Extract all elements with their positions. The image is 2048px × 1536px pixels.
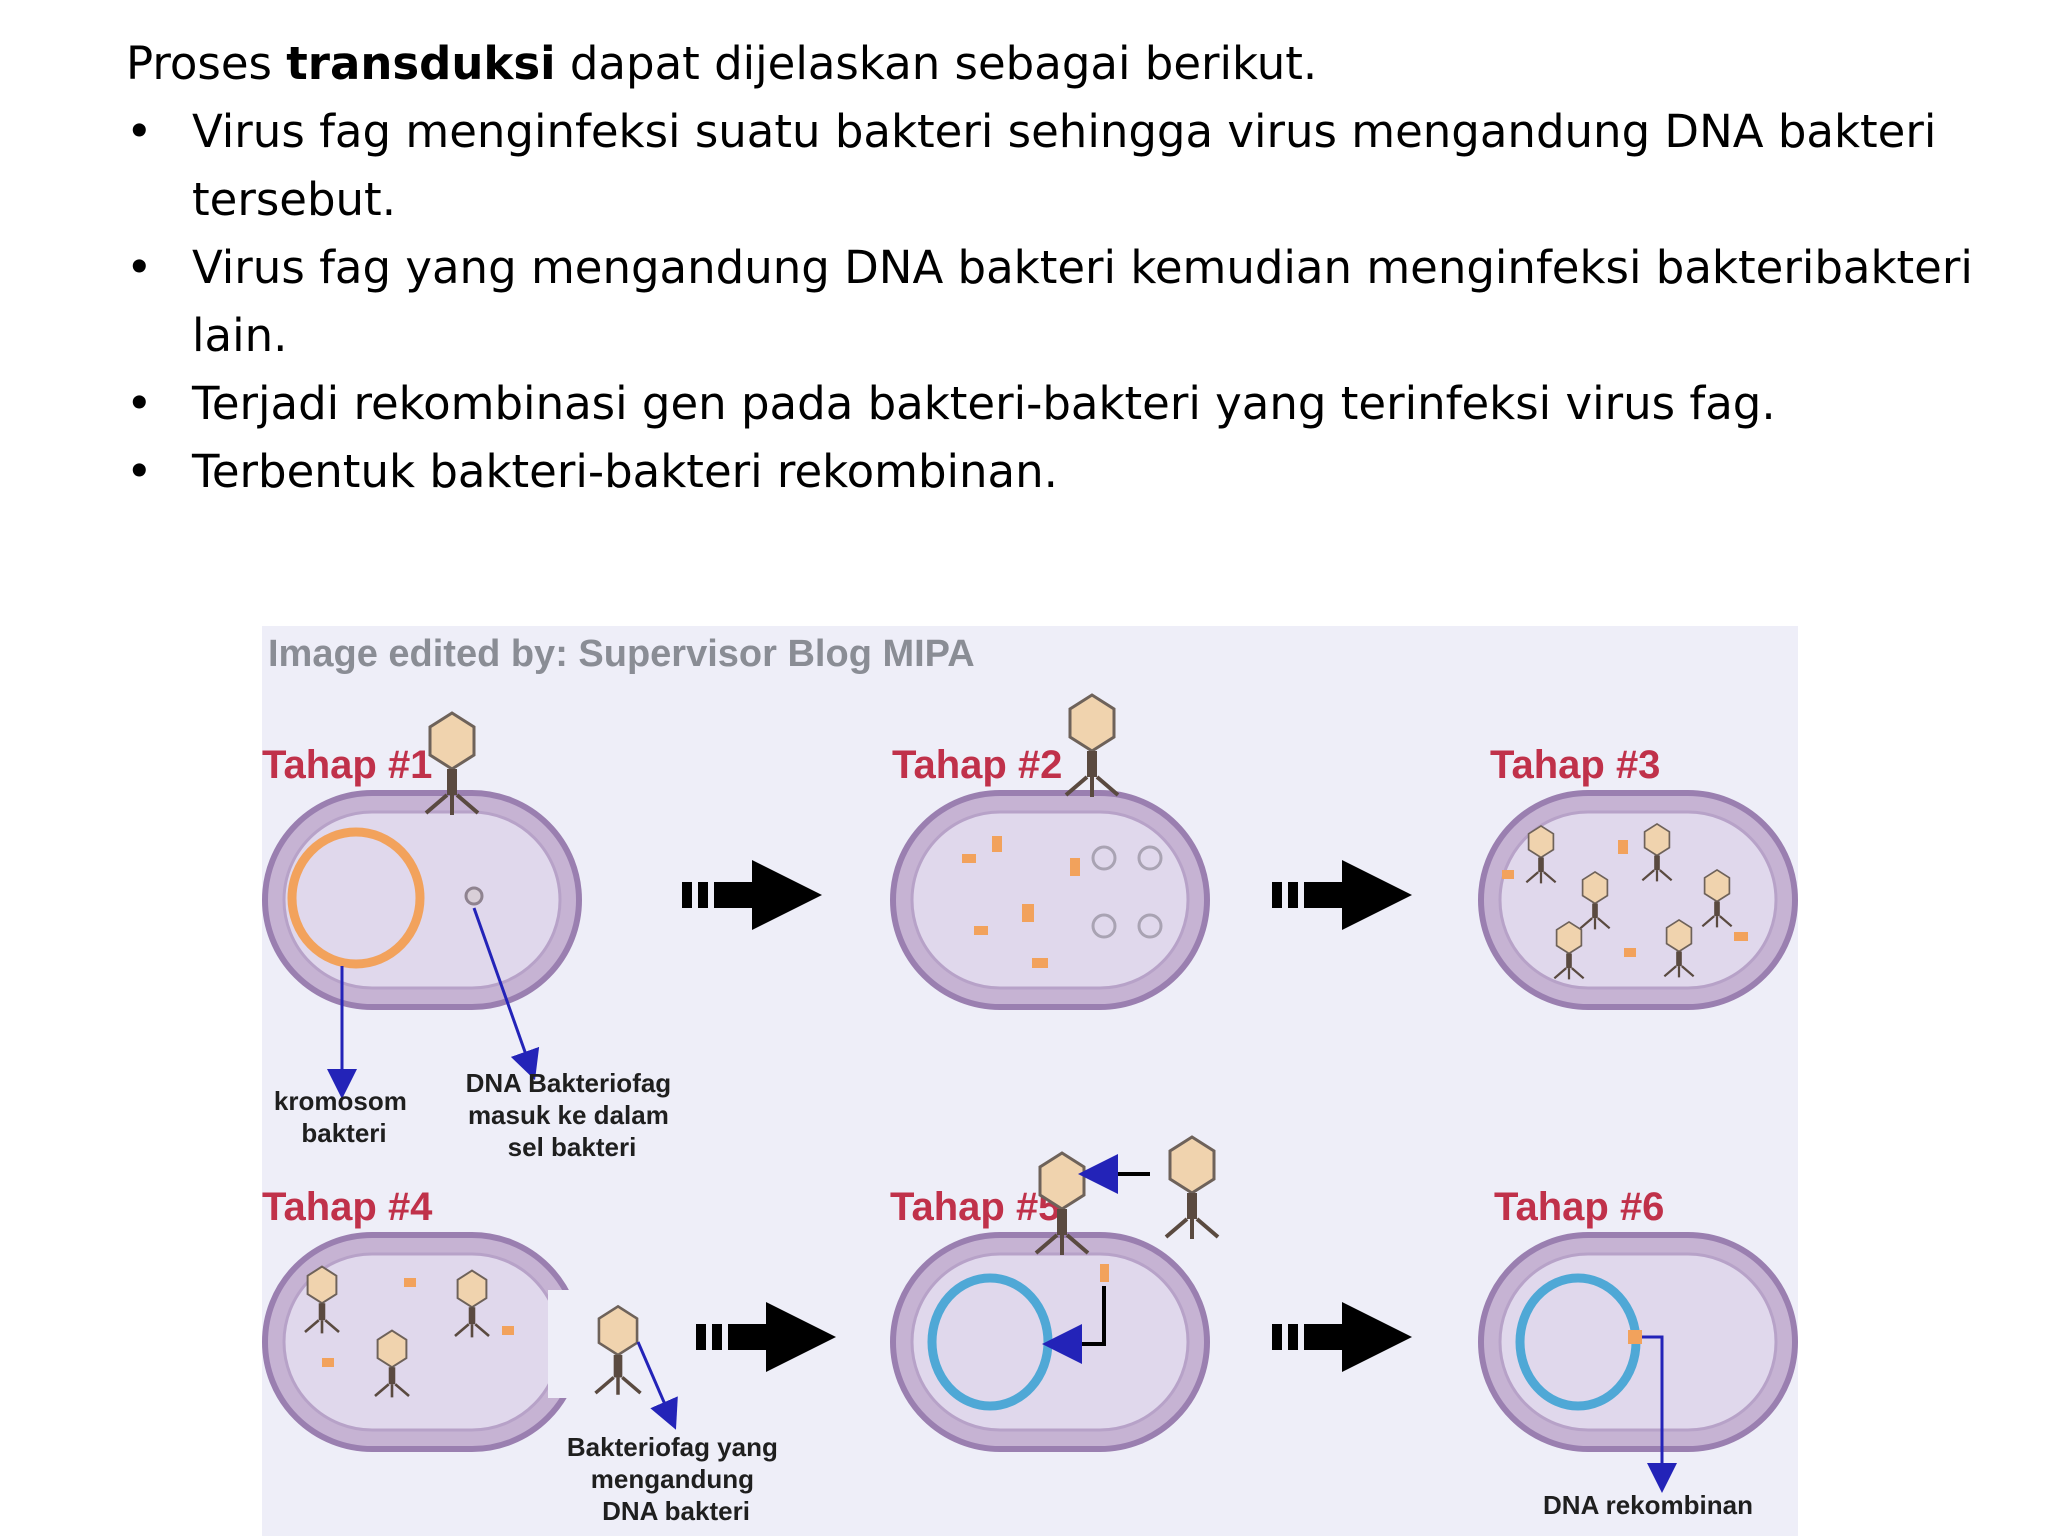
pointer-arrow <box>636 1341 678 1430</box>
dna-fragment <box>1502 870 1514 879</box>
dna-fragment <box>1624 948 1636 957</box>
stage-label: Tahap #3 <box>1490 743 1660 787</box>
phage-dna <box>464 886 484 906</box>
label-line: bakteri <box>301 1118 386 1148</box>
bullet-marker: • <box>126 445 153 498</box>
slide-text: Proses transduksi dapat dijelaskan sebag… <box>126 30 1986 506</box>
bullet-text: Virus fag yang mengandung DNA bakteri ke… <box>192 241 1973 362</box>
label-line: sel bakteri <box>508 1132 637 1162</box>
bullet-item: • Virus fag menginfeksi suatu bakteri seh… <box>126 98 1986 234</box>
dna-fragment <box>1100 1264 1109 1282</box>
recombinant-segment <box>1628 1330 1642 1344</box>
insertion-arrow <box>1042 1286 1106 1364</box>
pointer-arrow <box>1642 1335 1677 1493</box>
stage-3: Tahap #3 <box>1481 743 1795 1007</box>
bullet-marker: • <box>126 105 153 158</box>
bullet-marker: • <box>126 241 153 294</box>
stage-4: Tahap #4 Bakteriofag yang mengandung DNA… <box>262 1185 785 1526</box>
label-line: masuk ke dalam <box>468 1100 669 1130</box>
stage-2: Tahap #2 <box>892 693 1207 1007</box>
bacterial-cell <box>1481 793 1795 1007</box>
bullet-text: Terbentuk bakteri-bakteri rekombinan. <box>192 445 1058 498</box>
cell-rupture <box>548 1290 590 1398</box>
label-kromosom: kromosom bakteri <box>274 1086 414 1148</box>
dna-fragment <box>974 926 988 935</box>
label-dna-rekombinan: DNA rekombinan <box>1543 1490 1753 1520</box>
stage-6: Tahap #6 DNA rekombinan <box>1481 1185 1795 1520</box>
dna-fragment <box>1022 904 1034 922</box>
label-line: Bakteriofag yang <box>567 1432 778 1462</box>
transduction-figure: Image edited by: Supervisor Blog MIPA Ta… <box>262 626 1798 1536</box>
dna-fragment <box>1734 932 1748 941</box>
stage-label: Tahap #5 <box>890 1185 1060 1229</box>
intro-keyword: transduksi <box>286 37 556 90</box>
label-line: DNA bakteri <box>602 1496 750 1526</box>
phage-head <box>1137 845 1163 871</box>
stage-1: Tahap #1 kromosom bakteri DNA Bakteriofa… <box>262 711 679 1162</box>
bacterial-cell <box>893 793 1207 1007</box>
dna-fragment <box>1070 858 1080 876</box>
bacterial-cell <box>265 1235 579 1449</box>
bacterial-chromosome <box>287 827 425 969</box>
stage-5: Tahap #5 <box>890 1135 1220 1449</box>
dna-fragment <box>502 1326 514 1335</box>
stage-label: Tahap #4 <box>262 1185 433 1229</box>
label-line: kromosom <box>274 1086 407 1116</box>
dna-fragment <box>1618 840 1628 854</box>
label-dna-bakteriofag: DNA Bakteriofag masuk ke dalam sel bakte… <box>466 1068 679 1162</box>
dna-fragment <box>322 1358 334 1367</box>
phage-head <box>1091 913 1117 939</box>
intro-suffix: dapat dijelaskan sebagai berikut. <box>555 37 1318 90</box>
intro-prefix: Proses <box>126 37 287 90</box>
dna-fragment <box>992 836 1002 852</box>
phage-head <box>1137 913 1163 939</box>
label-line: mengandung <box>591 1464 754 1494</box>
intro-line: Proses transduksi dapat dijelaskan sebag… <box>126 30 1986 98</box>
stage-label: Tahap #2 <box>892 743 1062 787</box>
bullet-text: Virus fag menginfeksi suatu bakteri sehi… <box>192 105 1937 226</box>
bullet-marker: • <box>126 377 153 430</box>
phage-head <box>1091 845 1117 871</box>
stage-label: Tahap #1 <box>262 743 432 787</box>
dna-fragment <box>404 1278 416 1287</box>
label-line: DNA Bakteriofag <box>466 1068 672 1098</box>
dna-fragment <box>962 854 976 863</box>
label-bakteriofag-dna: Bakteriofag yang mengandung DNA bakteri <box>567 1432 785 1526</box>
pointer-arrow <box>472 907 540 1081</box>
bullet-item: • Virus fag yang mengandung DNA bakteri k… <box>126 234 1986 370</box>
bullet-item: • Terjadi rekombinasi gen pada bakteri-ba… <box>126 370 1986 438</box>
bullet-item: • Terbentuk bakteri-bakteri rekombinan. <box>126 438 1986 506</box>
bullet-text: Terjadi rekombinasi gen pada bakteri-bak… <box>192 377 1776 430</box>
stage-label: Tahap #6 <box>1494 1185 1664 1229</box>
dna-fragment <box>1032 958 1048 968</box>
bullet-list: • Virus fag menginfeksi suatu bakteri seh… <box>126 98 1986 506</box>
figure-credit: Image edited by: Supervisor Blog MIPA <box>268 633 975 675</box>
